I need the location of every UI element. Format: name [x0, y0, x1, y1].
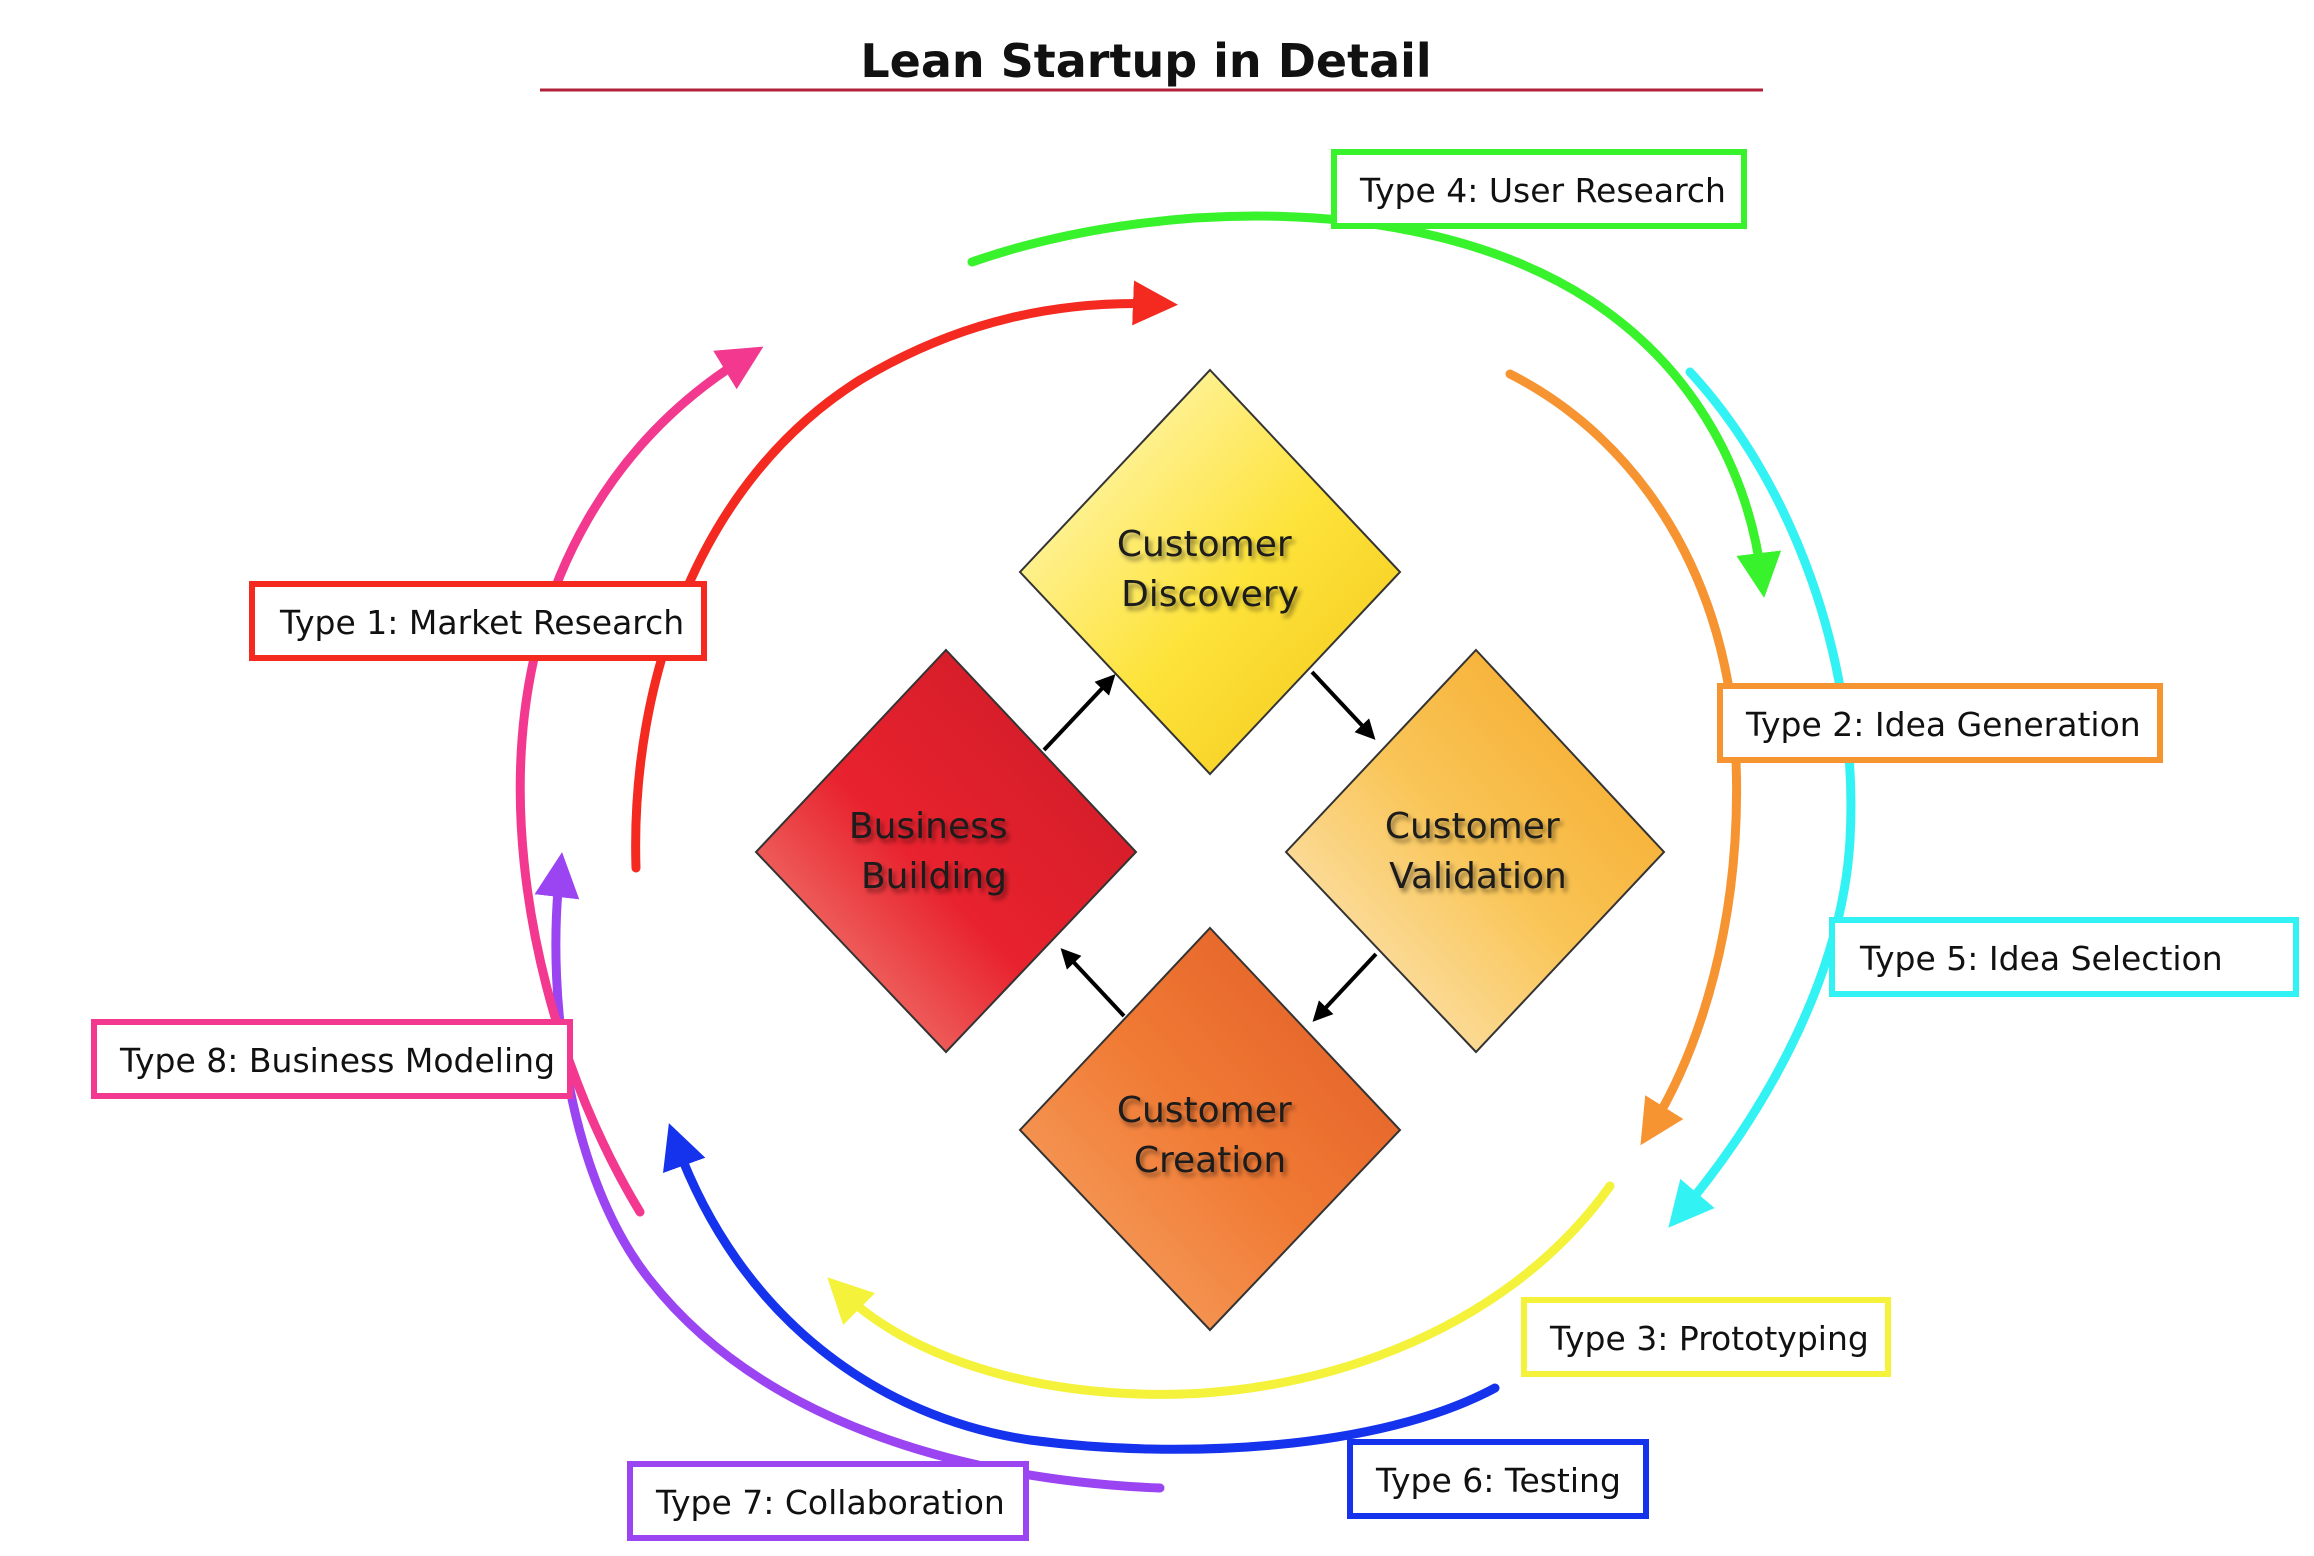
cycle-arcs	[515, 211, 1856, 1493]
type2-label: Type 2: Idea Generation	[1745, 705, 2141, 744]
arrow-building-to-discovery	[1042, 674, 1116, 752]
arrow-validation-to-creation	[1312, 952, 1378, 1022]
type1-label: Type 1: Market Research	[279, 603, 684, 642]
flow-arrows	[1042, 670, 1378, 1022]
label-customer-discovery-line2: Discovery	[1121, 574, 1299, 615]
type5-box: Type 5: Idea Selection	[1829, 917, 2299, 997]
page-title: Lean Startup in Detail	[860, 34, 1431, 88]
label-customer-validation-line1: Customer	[1385, 806, 1560, 847]
type7-box: Type 7: Collaboration	[627, 1461, 1029, 1541]
label-customer-validation-line2: Validation	[1389, 856, 1567, 897]
type5-label: Type 5: Idea Selection	[1859, 939, 2223, 978]
label-customer-creation: Customer Creation	[1117, 1090, 1303, 1181]
arc-type1	[631, 280, 1178, 873]
diamond-customer-validation	[1284, 648, 1666, 1054]
label-customer-creation-line2: Creation	[1134, 1140, 1286, 1181]
label-customer-discovery: Customer Discovery	[1117, 524, 1303, 615]
label-customer-creation-line1: Customer	[1117, 1090, 1292, 1131]
arc-type5	[1668, 367, 1856, 1228]
diamond-business-building	[754, 648, 1138, 1054]
type8-label: Type 8: Business Modeling	[119, 1041, 555, 1080]
type-boxes: Type 1: Market Research Type 2: Idea Gen…	[91, 149, 2299, 1541]
diamond-customer-discovery	[1018, 368, 1402, 776]
label-customer-validation: Customer Validation	[1385, 806, 1571, 897]
phase-diamonds	[754, 368, 1666, 1332]
type3-label: Type 3: Prototyping	[1549, 1319, 1869, 1358]
arc-type3	[827, 1181, 1615, 1399]
phase-labels: Customer Discovery Customer Validation C…	[849, 524, 1571, 1181]
label-customer-discovery-line1: Customer	[1117, 524, 1292, 565]
type8-box: Type 8: Business Modeling	[91, 1019, 573, 1099]
arc-type8	[515, 346, 764, 1217]
type6-frame	[1347, 1439, 1649, 1519]
type2-frame	[1717, 683, 2163, 763]
type7-label: Type 7: Collaboration	[655, 1483, 1005, 1522]
type3-box: Type 3: Prototyping	[1521, 1297, 1891, 1377]
label-business-building-line2: Building	[861, 856, 1007, 897]
arrow-creation-to-building	[1060, 948, 1126, 1018]
type2-box: Type 2: Idea Generation	[1717, 683, 2163, 763]
type1-box: Type 1: Market Research	[249, 581, 707, 661]
type1-frame	[249, 581, 707, 661]
type4-box: Type 4: User Research	[1331, 149, 1747, 229]
arc-type6	[663, 1123, 1500, 1454]
type6-box: Type 6: Testing	[1347, 1439, 1649, 1519]
label-business-building-line1: Business	[849, 806, 1008, 847]
type7-frame	[627, 1461, 1029, 1541]
label-business-building: Business Building	[849, 806, 1019, 897]
diamond-customer-creation	[1018, 926, 1402, 1332]
arrow-discovery-to-validation	[1310, 670, 1376, 740]
type8-frame	[91, 1019, 573, 1099]
arc-type4	[967, 211, 1782, 598]
type5-frame	[1829, 917, 2299, 997]
type4-label: Type 4: User Research	[1359, 171, 1726, 210]
type4-frame	[1331, 149, 1747, 229]
type3-frame	[1521, 1297, 1891, 1377]
type6-label: Type 6: Testing	[1375, 1461, 1621, 1500]
